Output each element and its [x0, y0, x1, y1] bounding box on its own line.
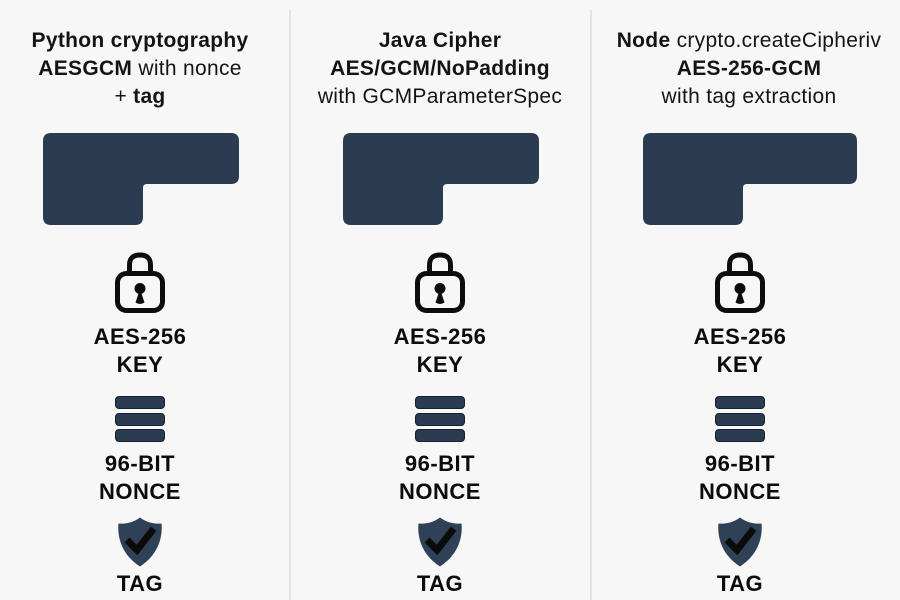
tag-label: TAG	[716, 571, 764, 596]
title-line-2: AESGCM with nonce	[38, 57, 242, 80]
column-title: Java Cipher AES/GCM/NoPadding with GCMPa…	[318, 27, 562, 111]
ciphertext-tag-block	[343, 133, 539, 225]
nonce-label: 96-BIT NONCE	[699, 451, 781, 504]
key-label: AES-256 KEY	[93, 324, 187, 377]
title-line-2: AES-256-GCM	[676, 57, 822, 80]
title-line-3: with GCMParameterSpec	[317, 85, 563, 108]
lock-icon	[115, 252, 165, 313]
column-divider	[289, 10, 291, 600]
title-line-1: Python cryptography	[31, 29, 249, 52]
column-java-cipher: Java Cipher AES/GCM/NoPadding with GCMPa…	[290, 0, 590, 600]
nonce-label: 96-BIT NONCE	[99, 451, 181, 504]
stack-icon	[115, 396, 165, 442]
shield-check-icon	[418, 517, 462, 567]
shield-check-icon	[718, 517, 762, 567]
column-node-createcipheriv: Node crypto.createCipheriv AES-256-GCM w…	[590, 0, 890, 600]
title-line-1: Node crypto.createCipheriv	[616, 29, 882, 52]
nonce-label: 96-BIT NONCE	[399, 451, 481, 504]
key-label: AES-256 KEY	[393, 324, 487, 377]
ciphertext-tag-block	[643, 133, 857, 225]
lock-icon	[715, 252, 765, 313]
key-label: AES-256 KEY	[693, 324, 787, 377]
tag-label: TAG	[116, 571, 164, 596]
title-line-3: with tag extraction	[661, 85, 837, 108]
column-title: Python cryptography AESGCM with nonce + …	[32, 27, 249, 111]
lock-icon	[415, 252, 465, 313]
column-title: Node crypto.createCipheriv AES-256-GCM w…	[617, 27, 882, 111]
title-line-3: + tag	[114, 85, 166, 108]
column-python-cryptography: Python cryptography AESGCM with nonce + …	[0, 0, 280, 600]
ciphertext-tag-block	[43, 133, 239, 225]
shield-check-icon	[118, 517, 162, 567]
title-line-1: Java Cipher	[378, 29, 502, 52]
title-line-2: AES/GCM/NoPadding	[330, 57, 550, 80]
stack-icon	[715, 396, 765, 442]
stack-icon	[415, 396, 465, 442]
column-divider	[590, 10, 592, 600]
tag-label: TAG	[416, 571, 464, 596]
